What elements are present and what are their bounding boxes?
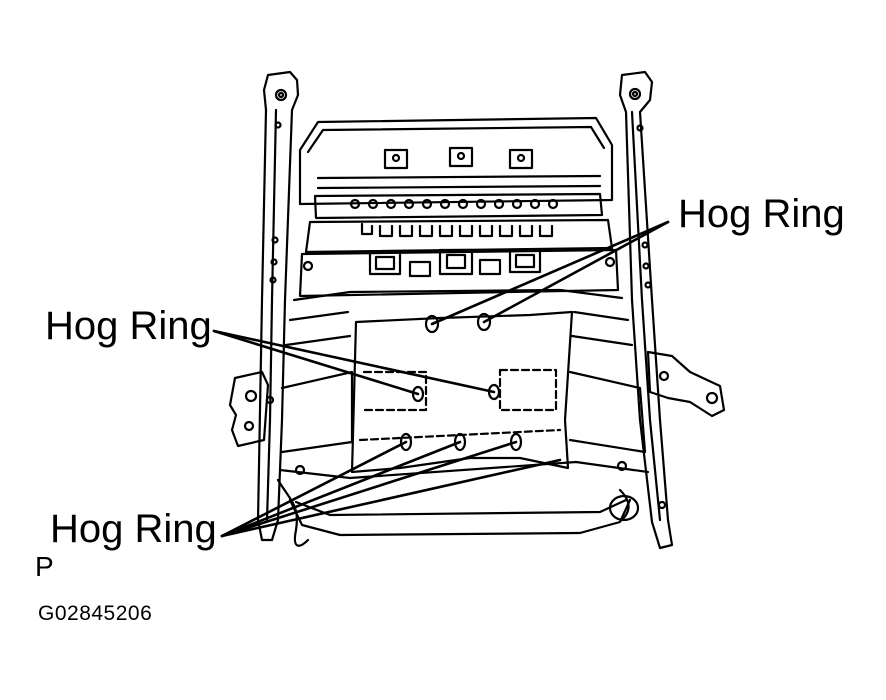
hog-ring-callout-bottom-left: Hog Ring: [50, 507, 217, 551]
view-code-label: P: [35, 551, 54, 582]
leader-lines: [212, 220, 670, 538]
lower-support-bars: [276, 256, 650, 547]
hog-ring-callout-left: Hog Ring: [45, 304, 212, 348]
left-side-rail: [256, 70, 300, 542]
figure-id-label: G02845206: [38, 602, 153, 625]
right-bracket: [646, 350, 726, 418]
slot-row-panel: [304, 218, 614, 254]
hog-ring-callout-top-right: Hog Ring: [678, 192, 845, 236]
hole-row-panel: [313, 192, 604, 220]
square-cutout-panel: [298, 248, 620, 298]
cushion-pad: [350, 310, 574, 474]
right-side-rail: [618, 70, 674, 550]
back-frame: [298, 116, 614, 206]
left-bracket: [228, 370, 270, 448]
